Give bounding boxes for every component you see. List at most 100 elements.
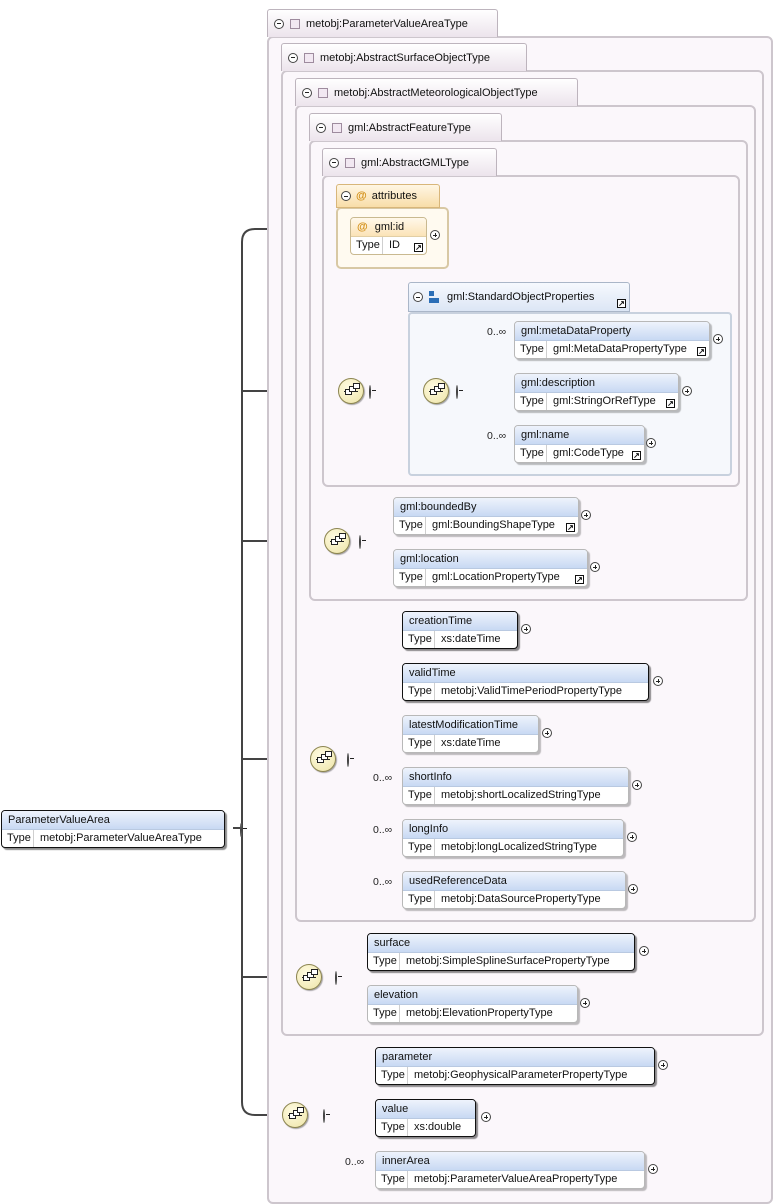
type-value: metobj:longLocalizedStringType: [441, 841, 597, 853]
collapse-icon[interactable]: [456, 385, 458, 399]
expand-icon[interactable]: [430, 230, 440, 240]
sequence-icon[interactable]: [338, 378, 364, 404]
type-label: Type: [403, 839, 435, 856]
collapse-icon[interactable]: [323, 1109, 325, 1123]
expand-icon[interactable]: [653, 676, 663, 686]
sequence-icon[interactable]: [423, 378, 449, 404]
expand-icon[interactable]: [632, 780, 642, 790]
type-link-icon[interactable]: ↗: [414, 243, 423, 252]
collapse-icon[interactable]: [302, 87, 312, 98]
type-value: xs:dateTime: [441, 633, 501, 645]
type-value: gml:LocationPropertyType: [432, 571, 560, 583]
collapse-icon[interactable]: [413, 292, 423, 302]
type-name: gml:AbstractGMLType: [361, 156, 469, 169]
expand-icon[interactable]: [628, 884, 638, 894]
expand-icon[interactable]: [521, 624, 531, 634]
type-label: Type: [403, 891, 435, 908]
element-name: shortInfo: [403, 768, 628, 787]
type-link-icon[interactable]: ↗: [666, 399, 675, 408]
collapse-icon[interactable]: [341, 191, 351, 201]
expand-icon[interactable]: [713, 334, 723, 344]
element-name: surface: [368, 934, 634, 953]
collapse-icon[interactable]: [240, 823, 242, 837]
type-link-icon[interactable]: ↗: [575, 575, 584, 584]
expand-icon[interactable]: [481, 1112, 491, 1122]
complex-type-icon: [304, 52, 314, 63]
expand-icon[interactable]: [542, 728, 552, 738]
type-label: Type: [394, 569, 426, 586]
type-value: metobj:ParameterValueAreaType: [40, 832, 202, 844]
collapse-icon[interactable]: [335, 971, 337, 985]
expand-icon[interactable]: [682, 386, 692, 396]
sequence-icon[interactable]: [296, 964, 322, 990]
type-link-icon[interactable]: ↗: [566, 523, 575, 532]
element-name: creationTime: [403, 612, 517, 631]
type-tab-abstractmeteorologicalobjecttype[interactable]: metobj:AbstractMeteorologicalObjectType: [295, 78, 578, 106]
attributes-tab[interactable]: @ attributes: [336, 184, 440, 208]
collapse-icon[interactable]: [288, 52, 298, 63]
element-name: gml:boundedBy: [394, 498, 578, 517]
type-tab-abstractgmltype[interactable]: gml:AbstractGMLType: [322, 148, 497, 176]
expand-icon[interactable]: [627, 832, 637, 842]
expand-icon[interactable]: [590, 562, 600, 572]
type-value: metobj:shortLocalizedStringType: [441, 789, 601, 801]
element-name: innerArea: [376, 1152, 644, 1171]
collapse-icon[interactable]: [329, 157, 339, 168]
expand-icon[interactable]: [639, 946, 649, 956]
type-value: metobj:ValidTimePeriodPropertyType: [441, 685, 622, 697]
expand-icon[interactable]: [658, 1060, 668, 1070]
expand-icon[interactable]: [648, 1164, 658, 1174]
element-location[interactable]: gml:location Type gml:LocationPropertyTyp…: [393, 549, 588, 587]
element-name: gml:location: [394, 550, 587, 569]
occurrence-label: 0..∞: [487, 326, 507, 338]
collapse-icon[interactable]: [359, 535, 361, 549]
collapse-icon[interactable]: [369, 385, 371, 399]
type-tab-abstractfeaturetype[interactable]: gml:AbstractFeatureType: [309, 113, 502, 141]
type-label: Type: [368, 1005, 400, 1022]
element-name: gml:description: [515, 374, 678, 393]
type-label: Type: [403, 735, 435, 752]
occurrence-label: 0..∞: [373, 772, 393, 784]
expand-icon[interactable]: [581, 510, 591, 520]
type-link-icon[interactable]: ↗: [632, 451, 641, 460]
type-label: Type: [515, 341, 547, 358]
type-name: gml:AbstractFeatureType: [348, 121, 471, 134]
type-link-icon[interactable]: ↗: [697, 347, 706, 356]
type-name: metobj:AbstractMeteorologicalObjectType: [334, 86, 538, 99]
collapse-icon[interactable]: [347, 753, 349, 767]
sequence-icon[interactable]: [324, 528, 350, 554]
group-standardobjectproperties-tab[interactable]: gml:StandardObjectProperties ↗: [408, 282, 630, 312]
expand-icon[interactable]: [580, 998, 590, 1008]
element-name: elevation: [368, 986, 577, 1005]
occurrence-label: 0..∞: [345, 1156, 365, 1168]
sequence-icon[interactable]: [310, 746, 336, 772]
type-label: Type: [368, 953, 400, 970]
type-tab-abstractsurfaceobjecttype[interactable]: metobj:AbstractSurfaceObjectType: [281, 43, 527, 71]
type-link-icon[interactable]: ↗: [617, 299, 626, 308]
element-name: gml:metaDataProperty: [515, 322, 709, 341]
collapse-icon[interactable]: [274, 18, 284, 29]
expand-icon[interactable]: [646, 438, 656, 448]
sequence-icon[interactable]: [282, 1102, 308, 1128]
type-value: metobj:GeophysicalParameterPropertyType: [414, 1069, 628, 1081]
collapse-icon[interactable]: [316, 122, 326, 133]
group-icon: [429, 291, 441, 303]
type-tab-parametervalueareatype[interactable]: metobj:ParameterValueAreaType: [267, 9, 498, 37]
